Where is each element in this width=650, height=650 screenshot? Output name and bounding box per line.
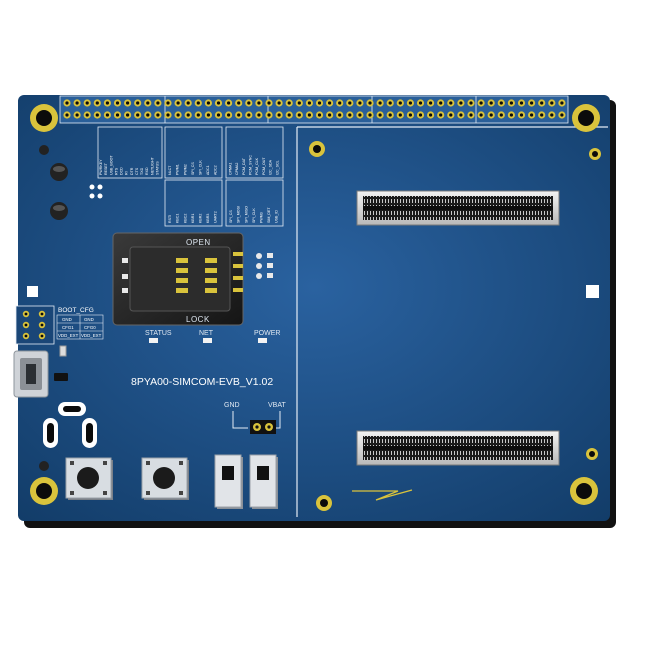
pin-label: KBR1 bbox=[191, 214, 195, 223]
pin-label: RI bbox=[125, 171, 129, 175]
mounting-hole-bottom-right bbox=[570, 477, 598, 505]
sim-card-holder: OPEN LOCK bbox=[112, 232, 273, 326]
pin-label: PCM_CLK bbox=[255, 157, 259, 175]
boot-cell-4: CFG0 bbox=[84, 325, 96, 330]
led-power-label: POWER bbox=[254, 330, 280, 337]
pin-label: ADC1 bbox=[206, 165, 210, 175]
smd-capacitor bbox=[59, 345, 67, 357]
pin-label: PCM_DAT bbox=[242, 157, 246, 175]
power-test-points: GND VBAT bbox=[224, 402, 286, 434]
pin-label: NETLIGHT bbox=[150, 156, 154, 175]
b2b-connector-top bbox=[356, 190, 560, 226]
fiducial-right bbox=[586, 285, 599, 298]
pin-label: PCM_SYNC bbox=[248, 155, 252, 175]
pin-label: PWM3 bbox=[259, 212, 263, 223]
pin-label: CPMA2 bbox=[235, 163, 239, 175]
pin-label: STATUS bbox=[155, 161, 159, 175]
pin-label: KBR2 bbox=[198, 214, 202, 223]
boot-cell-1: GND bbox=[62, 317, 72, 322]
status-leds: STATUS NET POWER bbox=[145, 330, 280, 343]
pin-label: RSTI bbox=[168, 215, 172, 223]
top-pin-header bbox=[59, 95, 569, 124]
pin-label: SPI_CLK bbox=[198, 160, 202, 175]
pin-label: PCM_OUT bbox=[262, 157, 266, 175]
boot-cell-2: GND bbox=[84, 317, 94, 322]
board-title: 8PYA00-SIMCOM-EVB_V1.02 bbox=[131, 376, 273, 388]
pin-label: KBC2 bbox=[183, 214, 187, 223]
pin-label: SPI_MOSI bbox=[237, 206, 241, 223]
pin-label: I2C_SCL bbox=[275, 160, 279, 175]
pin-label: TXD bbox=[140, 167, 144, 175]
boot-cfg-block: BOOT_CFG GND GND CFG1 CFG0 VDD_EXT VDD_E… bbox=[15, 305, 104, 345]
pin-label: RTS bbox=[114, 167, 118, 175]
pin-label: DCD bbox=[120, 167, 124, 175]
pin-label: SPI_CLK bbox=[252, 208, 256, 223]
black-holes bbox=[39, 145, 49, 471]
pin-label: I2C_SDA bbox=[269, 159, 273, 175]
gold-vias bbox=[309, 141, 601, 511]
pin-label: PWM2 bbox=[183, 164, 187, 175]
led-status bbox=[149, 338, 158, 343]
pin-label: KBC1 bbox=[176, 214, 180, 223]
slide-switch-1[interactable] bbox=[214, 454, 243, 509]
micro-usb-port bbox=[13, 350, 68, 398]
pin-label: DTR bbox=[130, 167, 134, 175]
boot-cfg-label: BOOT_CFG bbox=[58, 307, 94, 314]
pin-label: ADC2 bbox=[214, 165, 218, 175]
antenna-holes bbox=[43, 402, 97, 448]
sim-open-label: OPEN bbox=[186, 238, 211, 247]
tactile-button-left[interactable] bbox=[65, 457, 113, 500]
pin-label: RESET bbox=[104, 162, 108, 175]
slide-switch-2[interactable] bbox=[249, 454, 278, 509]
pin-label: SIM_DET bbox=[267, 207, 271, 223]
pin-label: CPMA1 bbox=[228, 163, 232, 175]
boot-cell-3: CFG1 bbox=[62, 325, 74, 330]
antenna-mark bbox=[352, 489, 413, 501]
pin-label: PWRKEY bbox=[99, 159, 103, 175]
pin-label: CTS bbox=[135, 167, 139, 175]
vbat-label: VBAT bbox=[268, 402, 286, 409]
gnd-label: GND bbox=[224, 402, 240, 409]
boot-cell-6: VDD_EXT bbox=[81, 333, 102, 338]
pin-label: PWM1 bbox=[176, 164, 180, 175]
pin-label: NLCT bbox=[168, 165, 172, 175]
b2b-connector-bottom bbox=[356, 430, 560, 466]
led-net bbox=[203, 338, 212, 343]
led-status-label: STATUS bbox=[145, 330, 172, 337]
mounting-hole-top-right bbox=[572, 104, 600, 132]
pin-label: USB_BOOT bbox=[109, 155, 113, 175]
led-power bbox=[258, 338, 267, 343]
sim-lock-label: LOCK bbox=[186, 315, 210, 324]
pin-label: KBR3 bbox=[206, 214, 210, 223]
pin-label: USB_ID bbox=[275, 210, 279, 223]
mounting-hole-bottom-left bbox=[30, 477, 58, 505]
pin-label: SPI_CS bbox=[191, 162, 195, 175]
pin-label: SPI_MISO bbox=[244, 206, 248, 223]
fiducial-left bbox=[27, 286, 38, 297]
pin-label: RXD bbox=[145, 167, 149, 175]
mounting-hole-top-left bbox=[30, 104, 58, 132]
pin-label: SPI_CS bbox=[229, 210, 233, 223]
tactile-button-right[interactable] bbox=[141, 457, 189, 500]
pin-label: UART2 bbox=[214, 211, 218, 223]
boot-cell-5: VDD_EXT bbox=[58, 333, 79, 338]
crystal-components bbox=[50, 163, 103, 220]
led-net-label: NET bbox=[199, 330, 214, 337]
